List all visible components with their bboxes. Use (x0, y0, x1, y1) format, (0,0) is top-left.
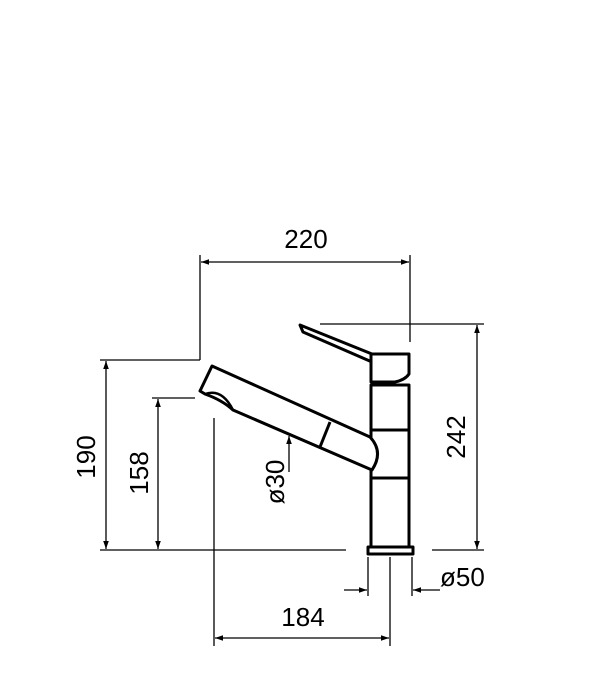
faucet-column (369, 383, 411, 549)
dimension-label-242: 242 (441, 415, 471, 458)
dimension-242: 242 (320, 323, 484, 551)
faucet-base (366, 545, 415, 556)
dimension-label-158: 158 (124, 451, 154, 494)
dimension-158: 158 (124, 397, 195, 549)
dimension-diameter-50: ø50 (344, 557, 485, 596)
spout-nozzle (204, 391, 235, 411)
dimension-label-184: 184 (281, 602, 324, 632)
dimension-label-220: 220 (284, 224, 327, 254)
dimension-label-190: 190 (71, 435, 101, 478)
dimension-diameter-30: ø30 (260, 436, 292, 505)
dimension-190: 190 (71, 359, 346, 551)
faucet-outline (198, 323, 415, 556)
faucet-head (369, 352, 411, 384)
faucet-lever (298, 323, 374, 364)
dimension-label-diameter-50: ø50 (440, 562, 485, 592)
dimension-label-diameter-30: ø30 (260, 460, 290, 505)
dimension-184: 184 (213, 418, 391, 646)
dimension-220: 220 (199, 224, 411, 360)
